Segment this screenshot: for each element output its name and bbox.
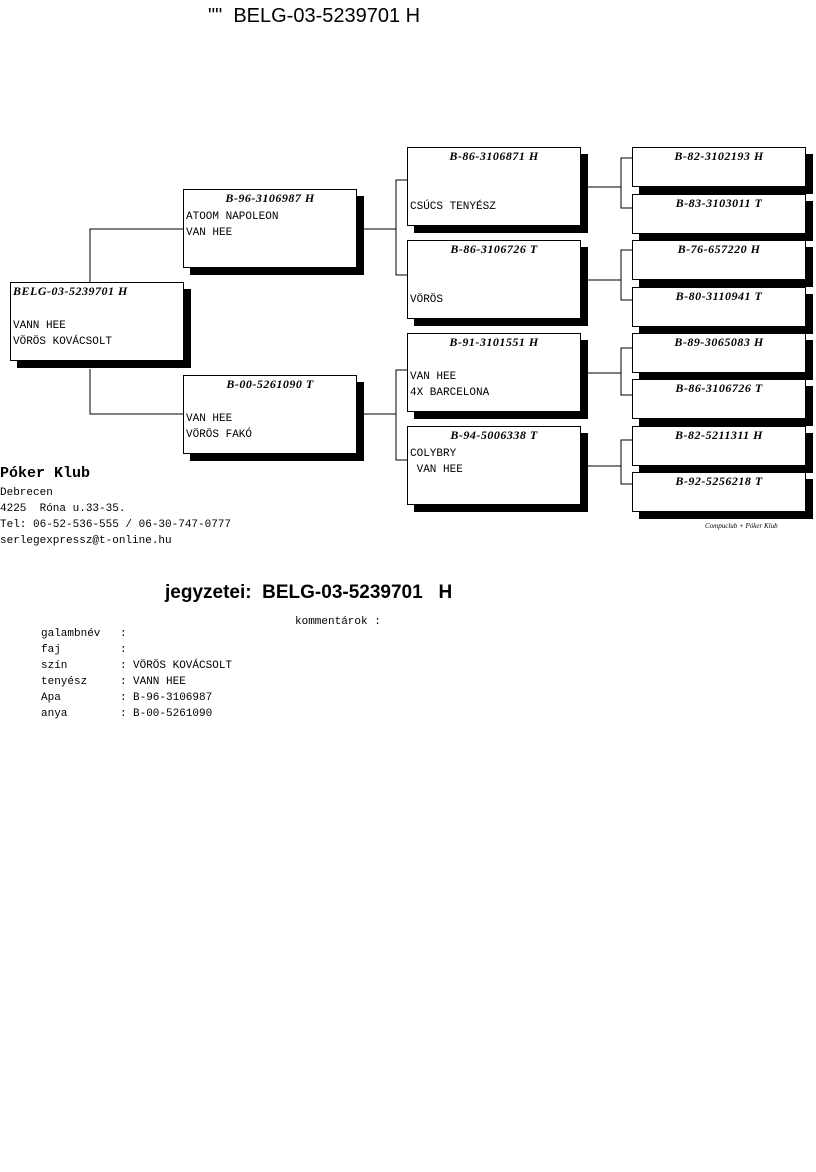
pigeon-line: ATOOM NAPOLEON [186,211,279,223]
notes-label: szín [41,660,68,672]
great-grandparent-card[interactable]: B-76-657220 H [632,240,806,280]
pigeon-line: VÖRÖS FAKÓ [186,429,253,441]
great-grandparent-card[interactable]: B-80-3110941 T [632,287,806,327]
pigeon-line: CSÚCS TENYÉSZ [410,201,496,213]
grandparent-card[interactable]: B-86-3106726 T VÖRÖS [407,240,581,319]
great-grandparent-card[interactable]: B-92-5256218 T [632,472,806,512]
great-grandparent-card[interactable]: B-82-3102193 H [632,147,806,187]
notes-row: tenyész: VANN HEE [41,664,186,688]
notes-value: VANN HEE [133,676,186,688]
notes-title: jegyzetei: BELG-03-5239701 H [165,582,453,603]
ring-number: B-92-5256218 T [675,474,763,488]
pigeon-line: VÖRÖS [410,294,444,306]
notes-row: anya: B-00-5261090 [41,696,212,720]
ring-number: B-82-5211311 H [674,428,763,442]
ring-number: B-91-3101551 H [449,335,539,349]
pigeon-line: VAN HEE [410,371,457,383]
ring-number: B-86-3106726 T [675,381,763,395]
ring-number: B-76-657220 H [677,242,761,256]
ring-number: B-80-3110941 T [675,289,763,303]
ring-number: B-96-3106987 H [225,191,315,205]
grandparent-card[interactable]: B-91-3101551 H VAN HEE 4X BARCELONA [407,333,581,412]
notes-colon: : [120,644,127,656]
grandparent-card[interactable]: B-86-3106871 H CSÚCS TENYÉSZ [407,147,581,226]
pedigree-connectors [89,157,632,485]
notes-colon: : [120,676,127,688]
notes-value: B-00-5261090 [133,708,213,720]
ring-number: B-86-3106871 H [449,149,539,163]
ring-number: BELG-03-5239701 H [13,284,128,298]
ring-number: B-00-5261090 T [226,377,314,391]
notes-colon: : [120,628,127,640]
club-city: Debrecen [0,487,53,499]
notes-value: B-96-3106987 [133,692,213,704]
ring-number: B-94-5006338 T [450,428,538,442]
comments-label: kommentárok : [295,616,381,628]
notes-label: faj [41,644,61,656]
ring-number: B-83-3103011 T [675,196,763,210]
pigeon-line: 4X BARCELONA [410,387,490,399]
ring-number: B-86-3106726 T [450,242,538,256]
notes-value: VÖRÖS KOVÁCSOLT [133,660,233,672]
dam-card[interactable]: B-00-5261090 T VAN HEE VÖRÖS FAKÓ [183,375,357,454]
pigeon-line: VAN HEE [410,464,463,476]
club-phone: Tel: 06-52-536-555 / 06-30-747-0777 [0,519,232,531]
club-info: Póker Klub Debrecen 4225 Róna u.33-35. T… [0,465,231,549]
notes-label: galambnév [41,628,101,640]
notes-colon: : [120,692,127,704]
great-grandparent-card[interactable]: B-89-3065083 H [632,333,806,373]
pigeon-line: VAN HEE [186,227,233,239]
color-line: VÖRÖS KOVÁCSOLT [13,336,113,348]
ring-number: B-89-3065083 H [674,335,764,349]
great-grandparent-card[interactable]: B-83-3103011 T [632,194,806,234]
ring-number: B-82-3102193 H [674,149,764,163]
software-credit: Compuclub + Póker Klub [705,522,778,530]
notes-table: galambnév: faj: szín: VÖRÖS KOVÁCSOLT ten… [41,616,232,720]
subject-pigeon-card[interactable]: BELG-03-5239701 H VANN HEE VÖRÖS KOVÁCSO… [10,282,184,361]
notes-row: szín: VÖRÖS KOVÁCSOLT [41,648,232,672]
notes-colon: : [120,660,127,672]
club-email[interactable]: serlegexpressz@t-online.hu [0,535,172,547]
pigeon-line: COLYBRY [410,448,457,460]
notes-row: Apa: B-96-3106987 [41,680,212,704]
notes-colon: : [120,708,127,720]
great-grandparent-card[interactable]: B-82-5211311 H [632,426,806,466]
pigeon-line: VAN HEE [186,413,233,425]
club-name: Póker Klub [0,465,91,482]
grandparent-card[interactable]: B-94-5006338 T COLYBRY VAN HEE [407,426,581,505]
pedigree-title: "" BELG-03-5239701 H [208,5,421,27]
notes-label: tenyész [41,676,88,688]
notes-label: anya [41,708,68,720]
notes-label: Apa [41,692,61,704]
notes-row: faj: [41,632,127,656]
great-grandparent-card[interactable]: B-86-3106726 T [632,379,806,419]
notes-row: galambnév: [41,616,127,640]
breeder-line: VANN HEE [13,320,66,332]
sire-card[interactable]: B-96-3106987 H ATOOM NAPOLEON VAN HEE [183,189,357,268]
club-address: 4225 Róna u.33-35. [0,503,126,515]
